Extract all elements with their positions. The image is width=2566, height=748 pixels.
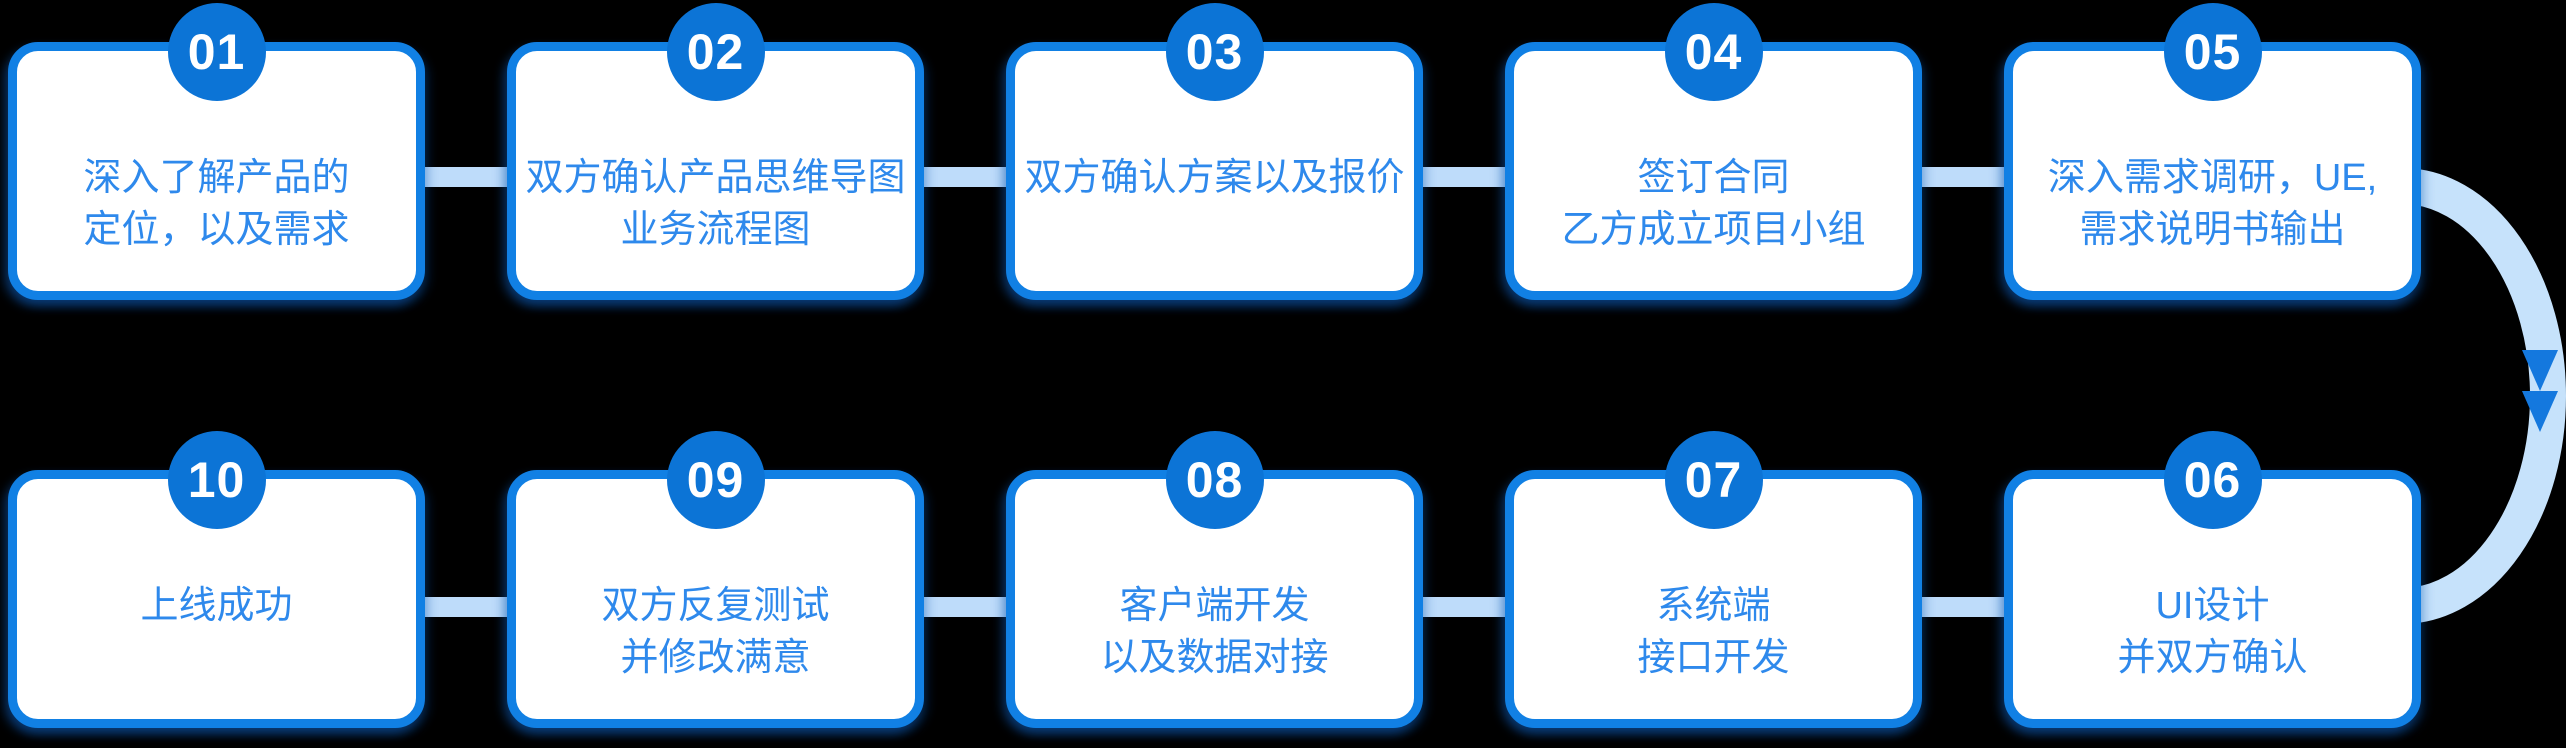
step-number: 07: [1684, 452, 1743, 508]
step-number: 01: [187, 24, 246, 80]
step-card-03: 03 双方确认方案以及报价: [1006, 3, 1423, 300]
step-number: 09: [686, 452, 745, 508]
step-number: 03: [1185, 24, 1244, 80]
connector-03-04: [1421, 167, 1511, 187]
connector-10-09: [423, 597, 513, 617]
step-card-02: 02 双方确认产品思维导图 业务流程图: [507, 3, 924, 300]
step-description: UI设计 并双方确认: [2013, 580, 2412, 684]
step-description: 深入需求调研，UE, 需求说明书输出: [2013, 152, 2412, 256]
step-card-07: 07 系统端 接口开发: [1505, 431, 1922, 728]
step-card-05: 05 深入需求调研，UE, 需求说明书输出: [2004, 3, 2421, 300]
step-card-01: 01 深入了解产品的 定位，以及需求: [8, 3, 425, 300]
step-number: 04: [1684, 24, 1743, 80]
step-description: 上线成功: [17, 580, 416, 632]
step-number-badge: 05: [2163, 3, 2262, 101]
step-text-line: 需求说明书输出: [2079, 209, 2346, 251]
step-text-line: 乙方成立项目小组: [1561, 209, 1866, 251]
step-number-badge: 03: [1165, 3, 1264, 101]
step-number-badge: 01: [167, 3, 266, 101]
step-card-08: 08 客户端开发 以及数据对接: [1006, 431, 1423, 728]
step-card-10: 10 上线成功: [8, 431, 425, 728]
step-text-line: 双方确认产品思维导图: [525, 157, 906, 199]
step-text-line: 并修改满意: [620, 637, 811, 679]
connector-08-07: [1421, 597, 1511, 617]
step-number: 10: [187, 452, 246, 508]
step-number-badge: 04: [1664, 3, 1763, 101]
step-number-badge: 07: [1664, 431, 1763, 529]
step-text-line: 双方确认方案以及报价: [1024, 157, 1405, 199]
step-number: 05: [2183, 24, 2242, 80]
step-number-badge: 10: [167, 431, 266, 529]
step-card-09: 09 双方反复测试 并修改满意: [507, 431, 924, 728]
step-text-line: 客户端开发: [1119, 585, 1310, 627]
step-number-badge: 09: [666, 431, 765, 529]
connector-07-06: [1920, 597, 2010, 617]
step-description: 双方反复测试 并修改满意: [516, 580, 915, 684]
step-number-badge: 06: [2163, 431, 2262, 529]
step-text-line: 深入需求调研，UE,: [2047, 157, 2378, 199]
step-number: 08: [1185, 452, 1244, 508]
step-description: 双方确认产品思维导图 业务流程图: [516, 152, 915, 256]
step-description: 深入了解产品的 定位，以及需求: [17, 152, 416, 256]
step-number: 02: [686, 24, 745, 80]
step-text-line: UI设计: [2155, 585, 2270, 627]
arrow-down-icon: [2522, 391, 2558, 432]
step-number-badge: 02: [666, 3, 765, 101]
step-description: 客户端开发 以及数据对接: [1015, 580, 1414, 684]
step-description: 签订合同 乙方成立项目小组: [1514, 152, 1913, 256]
step-text-line: 双方反复测试: [601, 585, 830, 627]
connector-02-03: [922, 167, 1012, 187]
connector-04-05: [1920, 167, 2010, 187]
step-text-line: 上线成功: [140, 585, 293, 627]
step-text-line: 系统端: [1656, 585, 1771, 627]
step-number-badge: 08: [1165, 431, 1264, 529]
arrow-down-icon: [2522, 350, 2558, 391]
step-text-line: 并双方确认: [2117, 637, 2308, 679]
connector-01-02: [423, 167, 513, 187]
step-text-line: 签订合同: [1637, 157, 1790, 199]
step-text-line: 接口开发: [1637, 637, 1790, 679]
step-text-line: 业务流程图: [620, 209, 811, 251]
step-text-line: 深入了解产品的: [83, 157, 350, 199]
step-card-04: 04 签订合同 乙方成立项目小组: [1505, 3, 1922, 300]
step-description: 双方确认方案以及报价: [1015, 152, 1414, 204]
step-text-line: 以及数据对接: [1100, 637, 1329, 679]
step-card-06: 06 UI设计 并双方确认: [2004, 431, 2421, 728]
step-description: 系统端 接口开发: [1514, 580, 1913, 684]
step-text-line: 定位，以及需求: [83, 209, 350, 251]
step-number: 06: [2183, 452, 2242, 508]
connector-09-08: [922, 597, 1012, 617]
